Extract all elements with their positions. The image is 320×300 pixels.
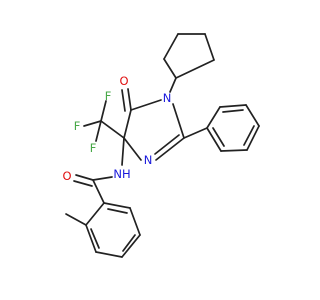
- atom-label-n1: N: [163, 91, 172, 105]
- bond-c4-n3: [123, 137, 142, 161]
- bond-cp-1: [163, 58, 177, 79]
- atom-labels: O N N F F F O NH: [62, 74, 171, 183]
- bond-tol-d3: [107, 208, 128, 214]
- bond-cp-2: [163, 33, 179, 60]
- bond-c5-o-b: [121, 89, 126, 112]
- atom-label-fluorine-2: F: [74, 119, 81, 133]
- bond-c2-n1: [172, 103, 185, 139]
- bond-tol-d2: [122, 234, 136, 252]
- atom-label-amide-nh: NH: [113, 167, 130, 181]
- atom-label-amide-oxygen: O: [62, 169, 71, 183]
- bond-methyl: [65, 213, 87, 226]
- atom-label-fluorine-3: F: [90, 141, 97, 155]
- bond-tol-3: [95, 251, 123, 258]
- bond-amide-co-b: [73, 180, 93, 187]
- bond-tol-5: [129, 207, 141, 236]
- atom-label-n3: N: [144, 153, 153, 167]
- bond-c2-ph: [183, 127, 208, 139]
- canvas-background: [0, 0, 300, 300]
- atom-label-fluorine-1: F: [105, 89, 112, 103]
- bond-ph-5: [220, 149, 248, 152]
- bond-tol-6: [103, 202, 131, 209]
- bond-amide-ar: [92, 179, 105, 204]
- bond-ph-2: [219, 104, 247, 108]
- bond-ph-3: [245, 104, 260, 127]
- bond-cf3-f2: [83, 120, 102, 127]
- bond-c5-c4: [123, 109, 132, 139]
- bond-ph-d1: [222, 109, 244, 113]
- bond-c4-nh: [121, 137, 125, 166]
- bond-ph-1: [206, 106, 221, 129]
- bond-c4-cf3: [100, 120, 125, 139]
- bond-tol-1: [85, 202, 105, 226]
- bonds: [65, 33, 260, 258]
- bond-cf3-f1: [100, 100, 107, 122]
- atom-label-ring-oxygen: O: [119, 74, 128, 88]
- bond-cf3-f3: [95, 120, 102, 142]
- bond-cp-5: [175, 59, 215, 79]
- bond-tol-4: [121, 234, 141, 258]
- bond-ph-4: [246, 125, 260, 151]
- bond-ph-6: [206, 127, 222, 152]
- bond-c5-o-a: [127, 88, 132, 111]
- molecule-structure: O N N F F F O NH: [0, 0, 300, 300]
- bond-cp-n1: [169, 77, 177, 93]
- bond-tol-2: [85, 224, 97, 253]
- bond-n3-c2-b: [154, 134, 180, 155]
- bond-n3-c2-a: [155, 137, 185, 161]
- bond-nh-c: [92, 176, 113, 181]
- bond-cp-4: [204, 33, 215, 61]
- bond-tol-d1: [90, 228, 100, 249]
- bond-amide-co-a: [75, 174, 94, 181]
- bond-n1-c5: [130, 99, 162, 111]
- bond-ph-d2: [243, 125, 255, 146]
- bond-ph-d3: [212, 127, 225, 147]
